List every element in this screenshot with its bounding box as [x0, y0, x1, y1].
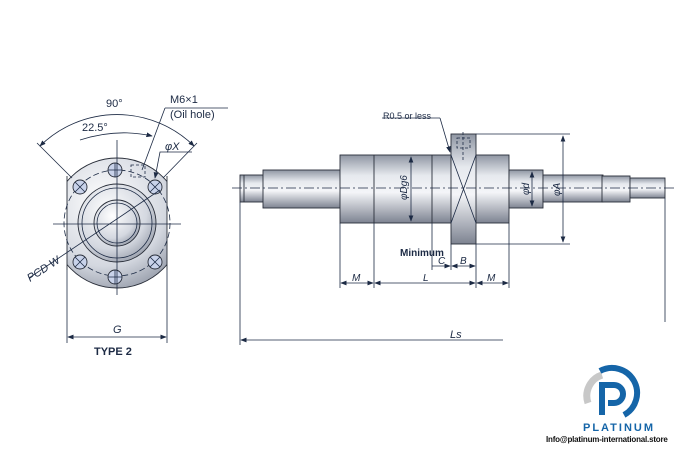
dim-ls-label: Ls — [450, 329, 462, 341]
front-view: 90° 22.5° M6×1 (Oil hole) φX PCD W G TYP… — [25, 94, 228, 358]
platinum-logo-icon — [583, 364, 640, 418]
dim-m-left-label: M — [352, 273, 361, 284]
angle-90-label: 90° — [106, 98, 123, 110]
oil-hole-label: (Oil hole) — [170, 109, 215, 121]
shaft-right-3 — [601, 175, 631, 203]
oil-hole-thread-label: M6×1 — [170, 94, 198, 106]
oil-hole — [130, 164, 146, 178]
shaft-diameter-label: φd — [521, 182, 532, 195]
brand-name: PLATINUM — [583, 422, 656, 434]
type-label: TYPE 2 — [94, 346, 132, 358]
nut-diameter-label: φDg6 — [399, 175, 410, 200]
bolt-holes — [72, 162, 163, 285]
flange — [450, 133, 477, 245]
minimum-label: Minimum — [400, 248, 444, 259]
angle-22-5-label: 22.5° — [82, 122, 108, 134]
hole-diameter-label: φX — [165, 141, 180, 153]
width-g-label: G — [113, 324, 122, 336]
side-view: R0.5 or less φDg6 φd φA Minimum C B M L … — [232, 111, 675, 345]
pcd-label: PCD W — [25, 254, 64, 285]
dim-b-label: B — [460, 256, 467, 267]
dim-c-label: C — [438, 256, 446, 267]
dim-l-label: L — [423, 273, 429, 284]
flange-diameter-label: φA — [552, 182, 563, 196]
shaft-right-1 — [508, 169, 544, 209]
fillet-note: R0.5 or less — [383, 111, 432, 121]
nut-body — [339, 154, 510, 224]
dim-m-right-label: M — [487, 273, 496, 284]
contact-email: Info@platinum-international.store — [546, 435, 668, 444]
shaft-left — [262, 169, 342, 209]
shaft-right-2 — [542, 174, 604, 203]
